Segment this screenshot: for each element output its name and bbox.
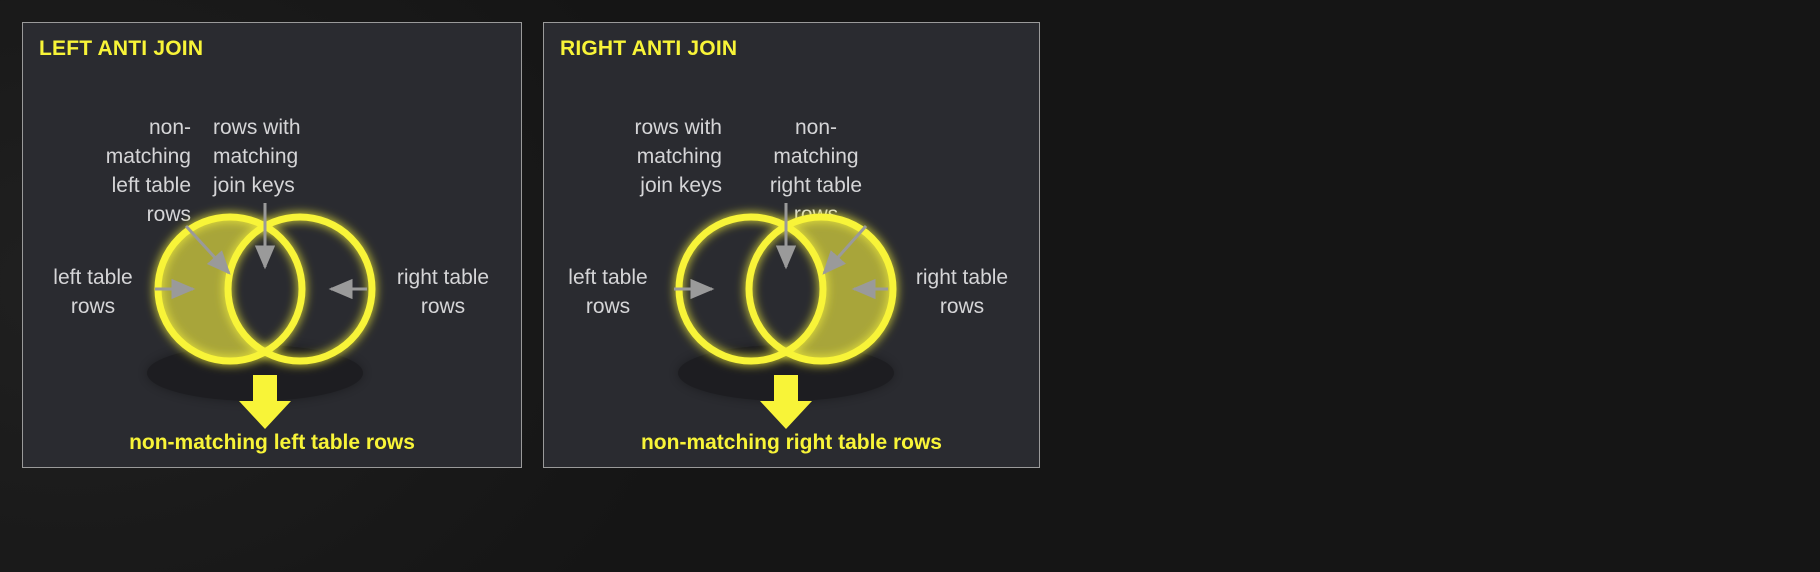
annotation-left-table-rows: left table rows [53, 266, 133, 318]
result-down-arrow [239, 375, 291, 429]
venn-right-circle [745, 213, 897, 365]
leader-non-matching-right [822, 225, 868, 275]
panel-left-anti-join: LEFT ANTI JOIN non- matching left table … [22, 22, 522, 468]
panel-title: RIGHT ANTI JOIN [560, 37, 738, 60]
annotation-non-matching-left-rows: non- matching left table rows [105, 116, 191, 226]
annotation-matching-join-keys: rows with matching join keys [634, 116, 722, 197]
venn-right-circle [224, 213, 376, 365]
annotation-matching-join-keys: rows with matching join keys [213, 116, 301, 197]
annotation-right-table-rows: right table rows [915, 266, 1009, 318]
annotation-right-table-rows: right table rows [396, 266, 490, 318]
result-down-arrow [760, 375, 812, 429]
panel-title: LEFT ANTI JOIN [39, 37, 204, 60]
leader-non-matching-left [184, 224, 231, 275]
annotation-left-table-rows: left table rows [568, 266, 648, 318]
venn-diagram-right-only [674, 203, 897, 429]
panel-caption: non-matching left table rows [129, 431, 415, 454]
panel-caption: non-matching right table rows [640, 431, 942, 454]
panel-right-anti-join: RIGHT ANTI JOIN rows with matching join … [543, 22, 1040, 468]
venn-diagram-left-only [147, 203, 376, 429]
